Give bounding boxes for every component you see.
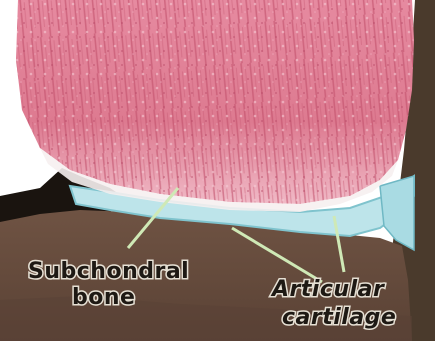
articular-cartilage-label-line2: cartilage [282, 305, 396, 330]
subchondral-bone-label-line1: Subchondral [28, 259, 189, 284]
articular-cartilage-label-line1: Articular [270, 277, 385, 302]
subchondral-bone-label-line2: bone [72, 285, 135, 310]
